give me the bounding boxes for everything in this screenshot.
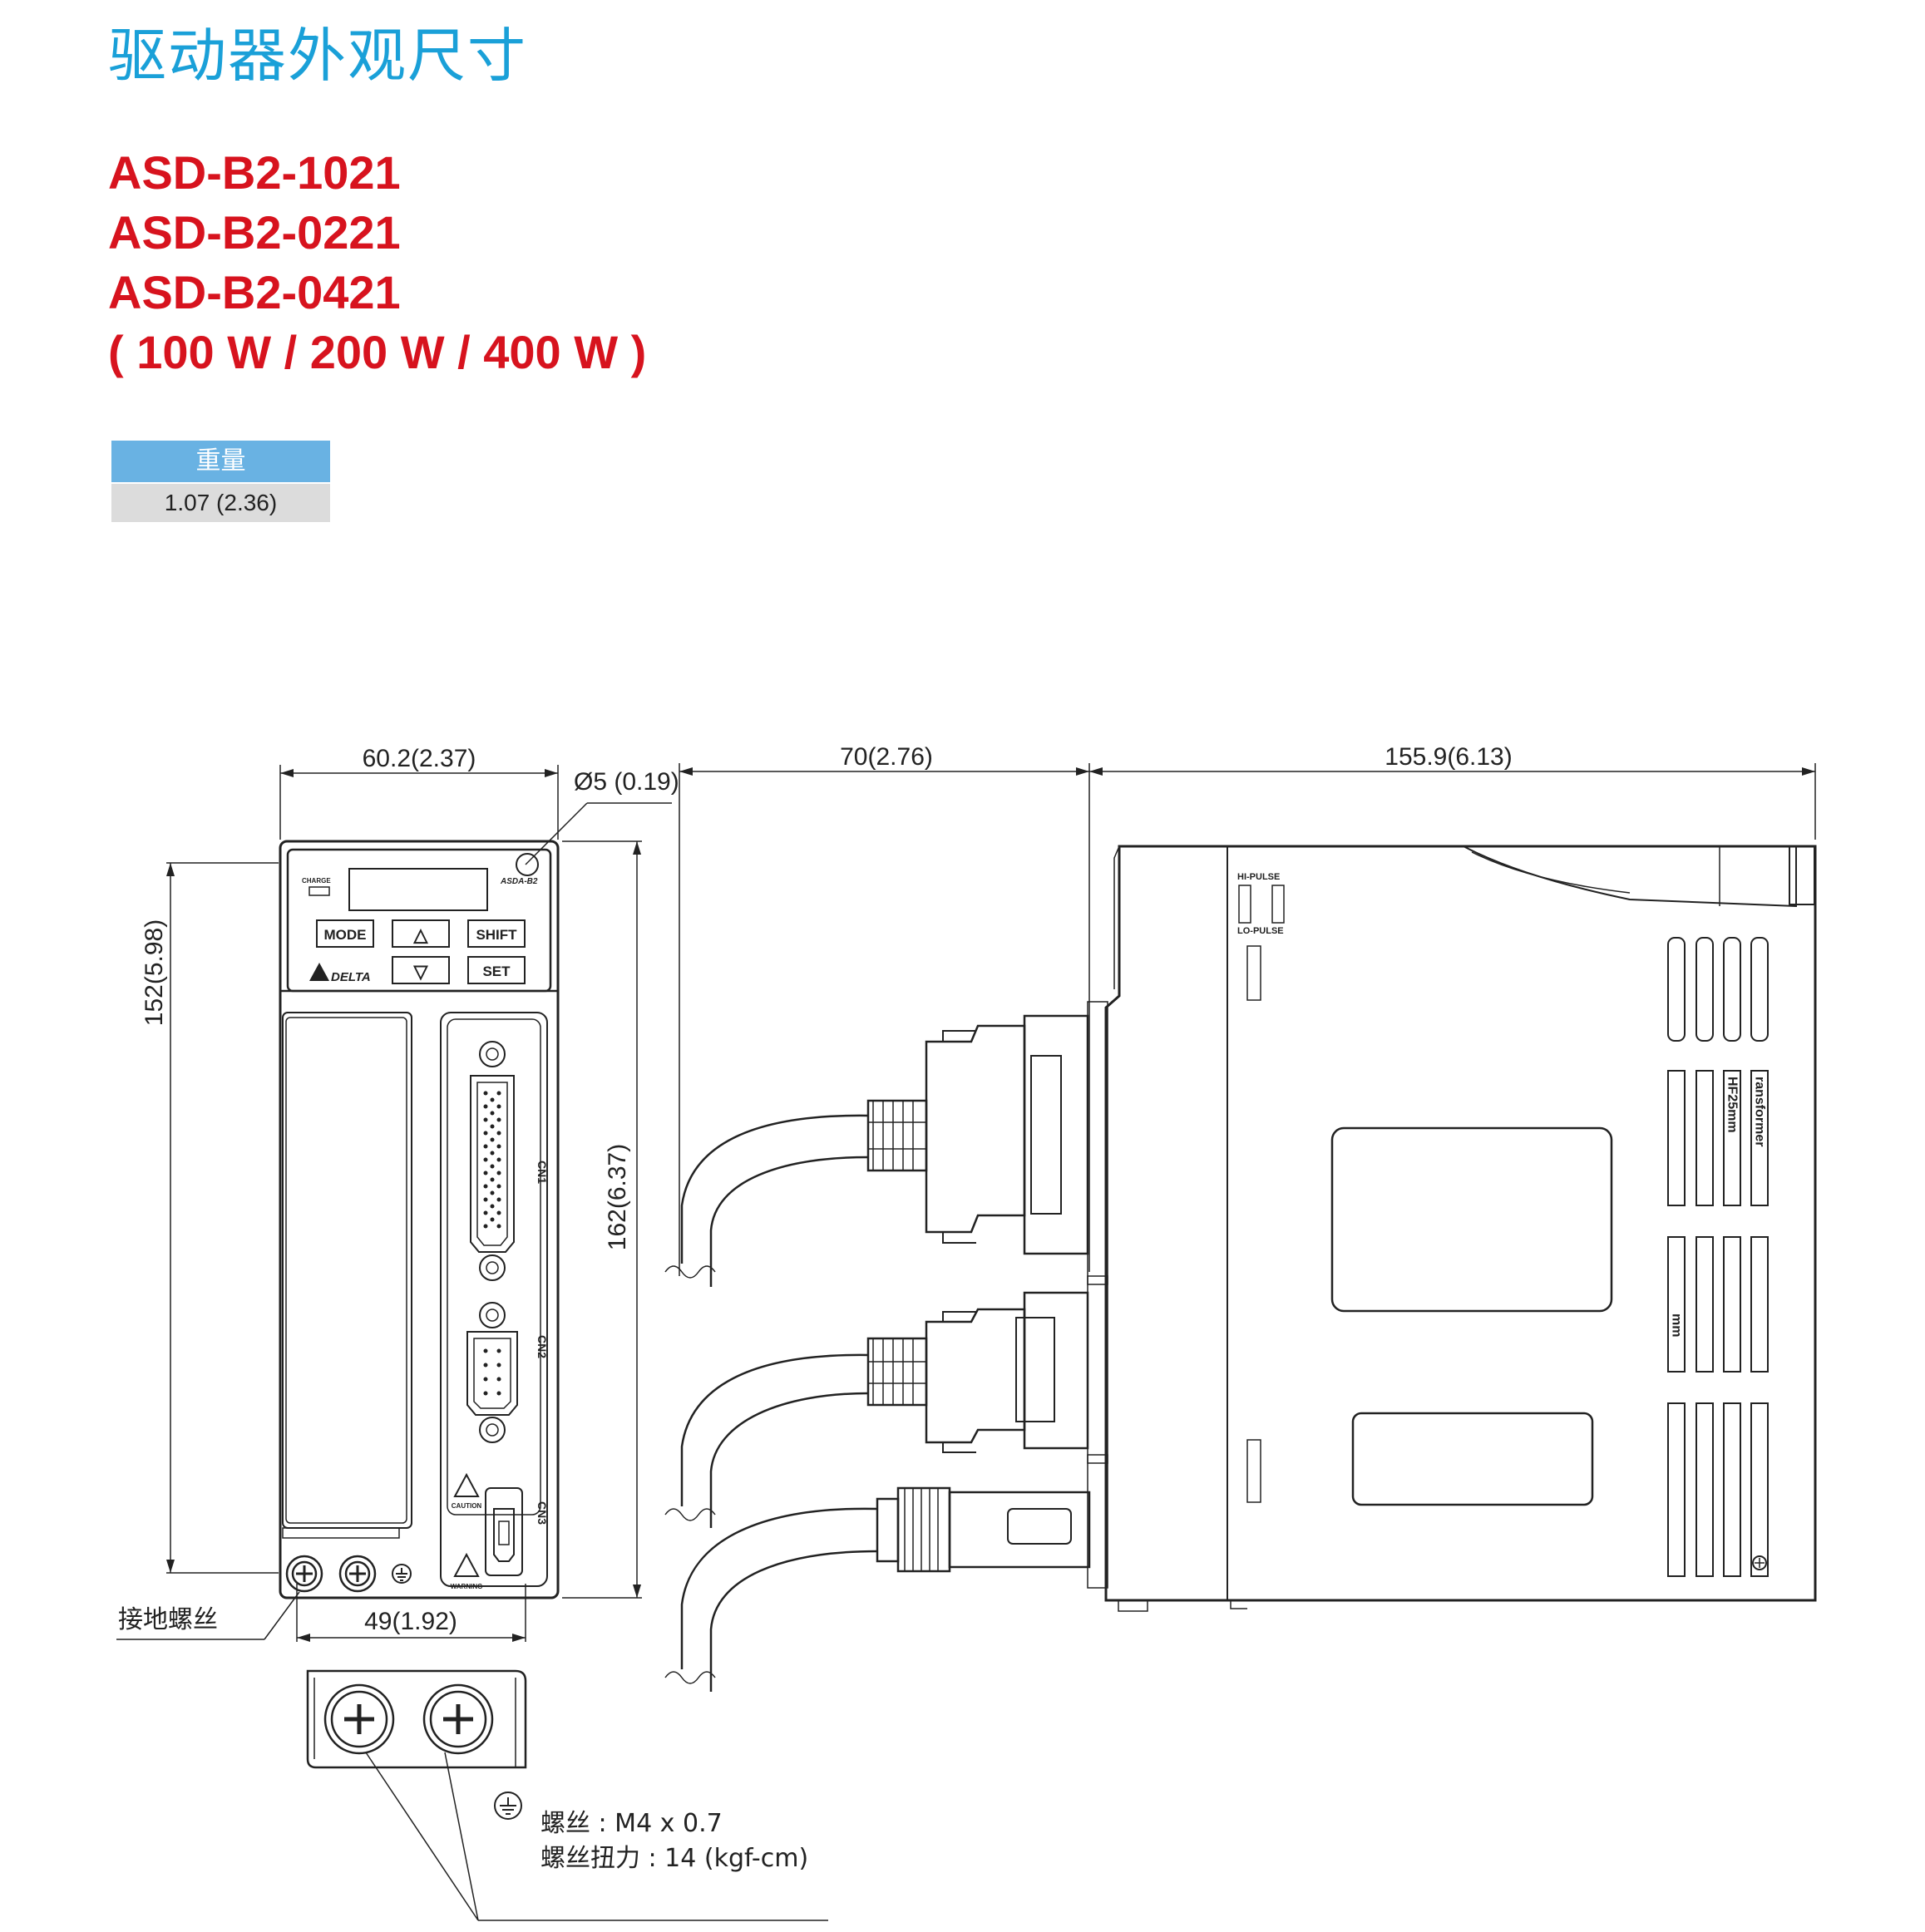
side-depth-label: 155.9(6.13) <box>1385 743 1512 771</box>
down-key <box>392 956 450 984</box>
model-item: ASD-B2-1021 <box>108 146 401 199</box>
charge-label: CHARGE <box>302 877 331 885</box>
warning-icon <box>453 1552 480 1577</box>
up-symbol: △ <box>413 924 429 945</box>
shift-key-label: SHIFT <box>476 927 517 943</box>
cn3-label: CN3 <box>536 1501 549 1525</box>
ground-screw-label: 接地螺丝 <box>118 1605 218 1634</box>
weight-table: 重量 1.07 (2.36) <box>111 441 330 522</box>
set-key-label: SET <box>482 964 511 979</box>
weight-header: 重量 <box>111 441 330 482</box>
caution-icon <box>453 1472 480 1497</box>
shift-key <box>467 919 526 948</box>
mm-label: mm <box>1670 1313 1684 1337</box>
earth-symbol-icon <box>392 1564 412 1584</box>
transformer-label: ransformer <box>1753 1077 1767 1146</box>
model-list: ASD-B2-1021 ASD-B2-0221 ASD-B2-0421 ( 10… <box>108 143 646 382</box>
screw-detail: 螺丝 : M4 x 0.7 螺丝扭力 : 14 (kgf-cm) <box>306 1669 828 1921</box>
warning-label: WARNING <box>451 1583 483 1590</box>
cn1-pins <box>483 1091 501 1229</box>
screw-icon <box>338 1555 377 1593</box>
model-power-item: ( 100 W / 200 W / 400 W ) <box>108 326 647 378</box>
delta-logo-icon <box>309 963 329 981</box>
front-width-label: 60.2(2.37) <box>363 745 476 772</box>
mode-key <box>316 919 374 948</box>
front-view: 60.2(2.37) Ø5 (0.19) 152(5.98) 162(6.37)… <box>116 745 679 1642</box>
outer-height-label: 162(6.37) <box>604 1144 631 1250</box>
model-item: ASD-B2-0221 <box>108 206 401 259</box>
cn2-pins <box>483 1348 501 1396</box>
side-view: 70(2.76) 155.9(6.13) HI-PULSE LO-PULSE <box>664 743 1817 1692</box>
delta-label: DELTA <box>331 970 371 984</box>
screw-spec-label: 螺丝 : M4 x 0.7 <box>540 1809 723 1838</box>
earth-symbol-icon <box>494 1792 522 1820</box>
hole-diameter-label: Ø5 (0.19) <box>574 768 679 796</box>
up-key <box>392 919 450 948</box>
screw-torque-label: 螺丝扭力 : 14 (kgf-cm) <box>540 1844 808 1873</box>
hi-pulse-label: HI-PULSE <box>1237 872 1280 882</box>
page-title: 驱动器外观尺寸 <box>108 22 527 90</box>
weight-value: 1.07 (2.36) <box>111 484 330 522</box>
brand-model-label: ASDA-B2 <box>500 877 538 886</box>
bottom-width-label: 49(1.92) <box>364 1608 457 1635</box>
hf25-label: HF25mm <box>1725 1077 1740 1133</box>
ground-screw-icon <box>285 1555 323 1593</box>
mode-key-label: MODE <box>324 927 367 943</box>
down-symbol: ▽ <box>413 961 429 982</box>
inner-height-label: 152(5.98) <box>141 919 168 1026</box>
lo-pulse-label: LO-PULSE <box>1237 926 1284 936</box>
caution-label: CAUTION <box>452 1502 482 1510</box>
cn1-label: CN1 <box>536 1161 549 1184</box>
cn2-label: CN2 <box>536 1335 549 1358</box>
cable-depth-label: 70(2.76) <box>840 743 933 771</box>
set-key <box>467 956 526 984</box>
model-item: ASD-B2-0421 <box>108 266 401 318</box>
